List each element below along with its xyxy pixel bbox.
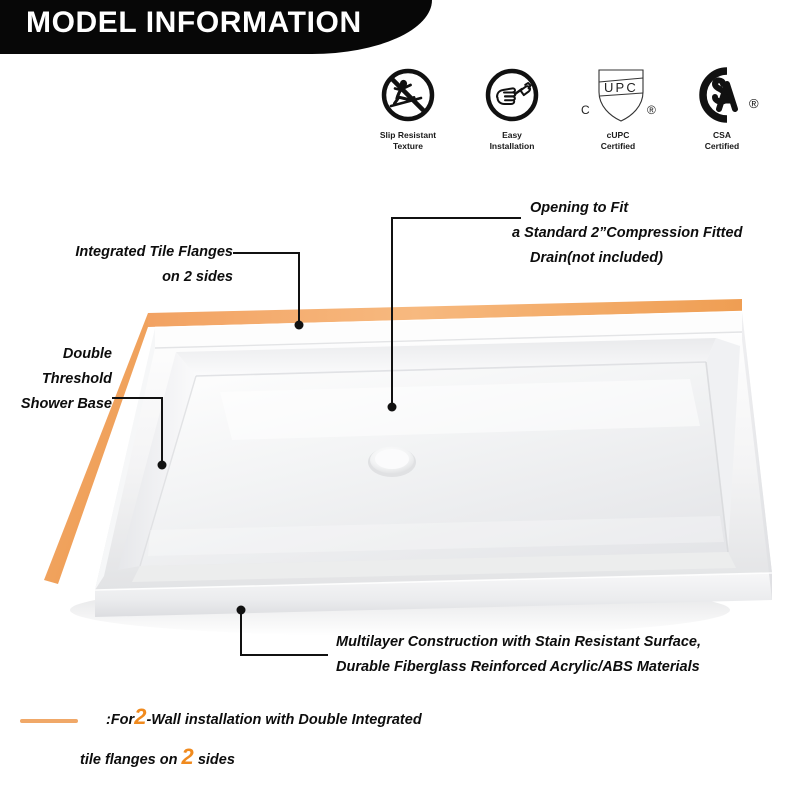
cupc-prefix: C xyxy=(581,103,590,117)
badge-row: Slip Resistant Texture xyxy=(358,60,778,168)
csa-registered: ® xyxy=(749,96,759,111)
cupc-certified-icon: UPC C ® xyxy=(568,60,668,130)
header-banner: MODEL INFORMATION xyxy=(0,0,432,54)
legend-row1-suffix: -Wall installation with Double Integrate… xyxy=(146,712,422,728)
badge-caption: Easy Installation xyxy=(489,130,535,151)
legend-color-swatch xyxy=(20,719,78,723)
badge-csa-certified: ® CSA Certified xyxy=(672,60,772,152)
badge-caption: CSA Certified xyxy=(704,130,740,151)
cupc-registered: ® xyxy=(647,103,656,117)
badge-caption: Slip Resistant Texture xyxy=(379,130,437,151)
callout-integrated-tile-flanges: Integrated Tile Flanges on 2 sides xyxy=(75,244,233,285)
legend-row1-number: 2 xyxy=(134,704,147,729)
legend-row-2: tile flanges on 2 sides xyxy=(80,746,235,769)
legend-row-1: :For2-Wall installation with Double Inte… xyxy=(106,706,422,729)
legend-row2-suffix: sides xyxy=(197,752,235,768)
easy-installation-icon xyxy=(462,60,562,130)
csa-certified-icon: ® xyxy=(672,60,772,130)
legend-row2-number: 2 xyxy=(181,744,194,769)
badge-cupc-certified: UPC C ® cUPC Certified xyxy=(568,60,668,152)
page-title: MODEL INFORMATION xyxy=(26,6,362,39)
badge-easy-installation: Easy Installation xyxy=(462,60,562,152)
callout-drain-opening: Opening to Fit a Standard 2”Compression … xyxy=(512,200,743,266)
callout-multilayer-construction: Multilayer Construction with Stain Resis… xyxy=(336,634,701,675)
badge-caption: cUPC Certified xyxy=(600,130,636,151)
cupc-mark-text: UPC xyxy=(604,80,638,95)
legend-row1-prefix: :For xyxy=(106,712,135,728)
badge-slip-resistant: Slip Resistant Texture xyxy=(358,60,458,152)
callout-double-threshold: Double Threshold Shower Base xyxy=(20,346,112,412)
slip-resistant-icon xyxy=(358,60,458,130)
legend-row2-prefix: tile flanges on xyxy=(80,752,178,768)
